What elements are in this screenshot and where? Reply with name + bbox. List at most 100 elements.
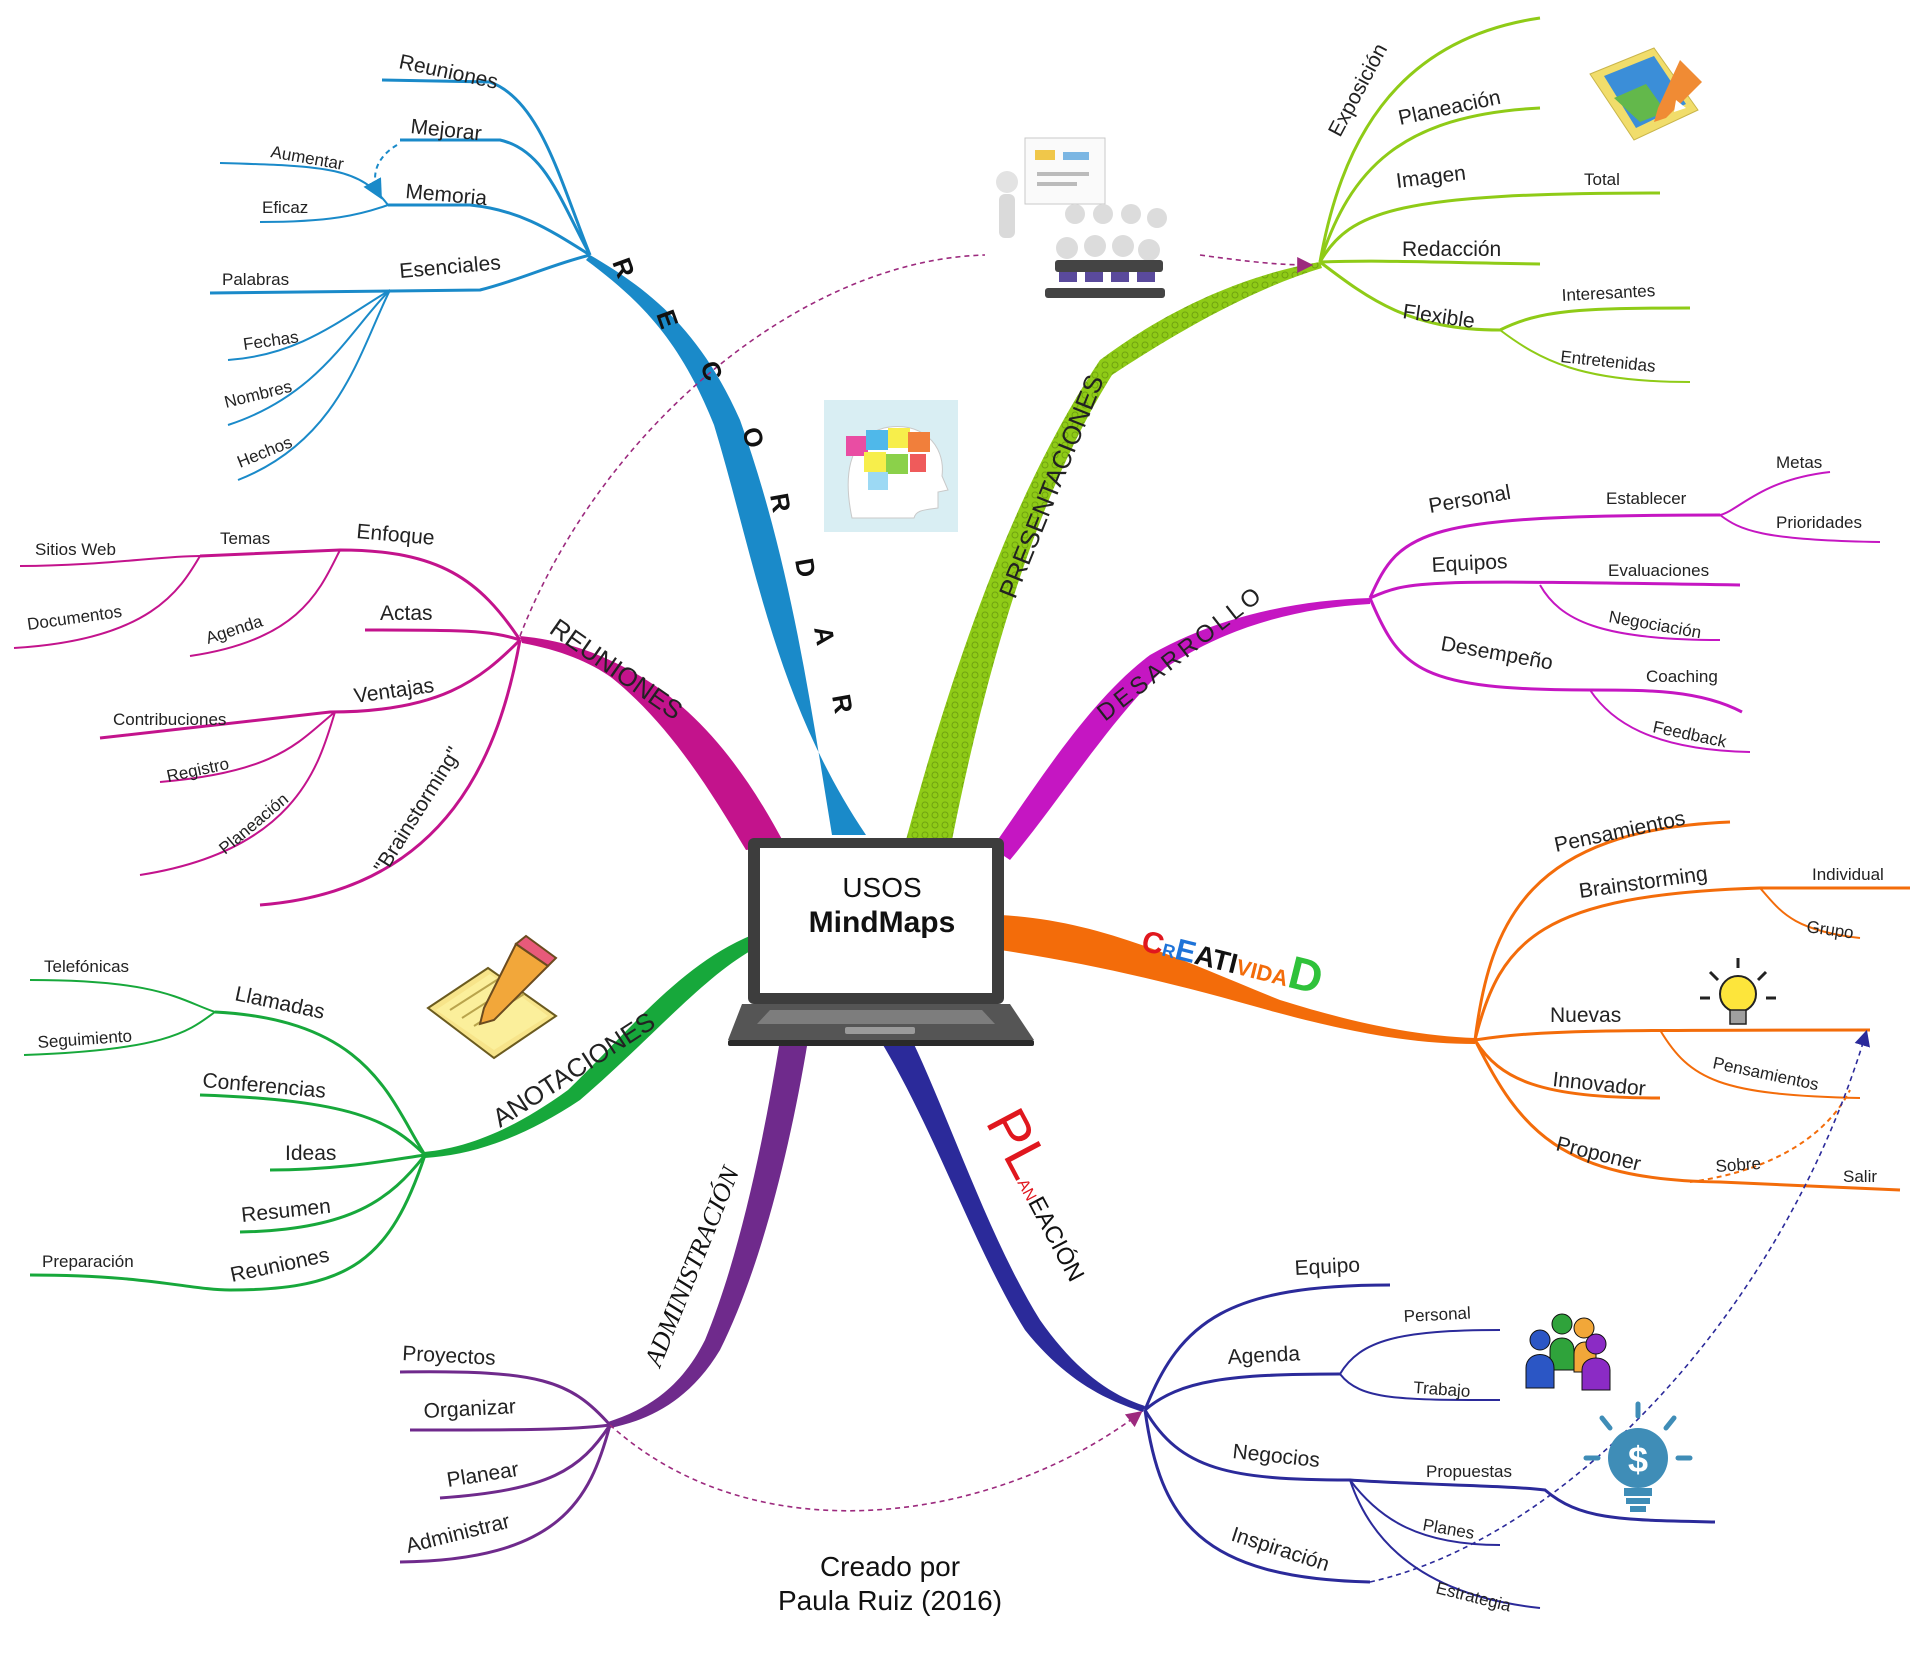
presentaciones-sub: Redacción	[1402, 238, 1501, 261]
trunk-anotaciones	[424, 935, 752, 1158]
reuniones-leaf-labels: Temas Agenda Sitios Web Documentos Contr…	[26, 529, 292, 858]
creatividad-sub: Innovador	[1551, 1068, 1646, 1101]
anotaciones-sub: Resumen	[240, 1195, 332, 1227]
recordar-letter: R	[606, 254, 641, 282]
presentaciones-leaf: Total	[1584, 170, 1620, 189]
administracion-sub: Planear	[445, 1458, 520, 1492]
credit-line2: Paula Ruiz (2016)	[777, 1585, 1003, 1616]
planeacion-sub: Inspiración	[1228, 1523, 1332, 1576]
center-title-line1: USOS	[842, 872, 922, 903]
planeacion-leaf-labels: Personal Trabajo Propuestas Planes Estra…	[1403, 1304, 1513, 1616]
creatividad-letter: R	[1160, 940, 1177, 963]
reuniones-leaf: Sitios Web	[35, 540, 116, 559]
trunk-presentaciones	[906, 262, 1322, 840]
planeacion-leaf: Estrategia	[1434, 1578, 1513, 1615]
anotaciones-subbranches	[23, 979, 427, 1292]
creatividad-leaf: Pensamientos	[1711, 1053, 1820, 1094]
reuniones-leaf: Documentos	[26, 602, 123, 634]
desarrollo-sub-labels: Personal Equipos Desempeño	[1427, 481, 1555, 675]
administracion-sub: Organizar	[423, 1395, 516, 1423]
desarrollo-sub: Personal	[1427, 481, 1513, 518]
creatividad-letter: D	[1254, 959, 1275, 987]
planeacion-label-big: PL	[974, 1098, 1062, 1188]
creatividad-subbranches	[1473, 820, 1910, 1192]
recordar-leaf: Nombres	[222, 377, 294, 412]
reuniones-label: REUNIONES	[545, 612, 689, 725]
reuniones-sub: Actas	[380, 602, 433, 625]
light-bulb-icon	[1700, 958, 1776, 1025]
recordar-sub: Reuniones	[397, 50, 500, 93]
desarrollo-label: DESARROLLO	[1092, 580, 1269, 727]
reuniones-leaf: Temas	[220, 529, 270, 548]
presentaciones-subbranches	[1318, 16, 1691, 383]
reuniones-leaf: Registro	[165, 754, 231, 786]
desarrollo-sub: Equipos	[1431, 550, 1508, 577]
recordar-sub-labels: Reuniones Mejorar Memoria Esenciales	[397, 50, 502, 283]
planeacion-label-rest: EACIÓN	[1022, 1192, 1089, 1286]
recordar-leaf: Fechas	[242, 327, 300, 354]
trunk-administracion	[608, 1040, 808, 1428]
creatividad-sub: Nuevas	[1550, 1004, 1621, 1027]
recordar-leaf: Eficaz	[262, 198, 308, 217]
reuniones-sub: Ventajas	[352, 674, 435, 708]
presentaciones-sub-labels: Exposición Planeación Imagen Redacción F…	[1324, 40, 1503, 333]
reuniones-leaf: Agenda	[203, 611, 265, 647]
planeacion-leaf: Trabajo	[1413, 1378, 1471, 1401]
recordar-subbranches	[209, 78, 592, 481]
presentaciones-sub: Imagen	[1395, 162, 1467, 193]
creatividad-letter: I	[1248, 958, 1260, 984]
planeacion-sub: Negocios	[1231, 1440, 1320, 1472]
center-title-line2: MindMaps	[808, 906, 956, 939]
notepad-pencil-icon	[426, 934, 558, 1060]
dollar-glyph: $	[1628, 1439, 1648, 1480]
reuniones-leaf: Planeación	[215, 789, 292, 858]
anotaciones-leaf: Preparación	[42, 1252, 134, 1271]
creatividad-letter: A	[1269, 963, 1291, 991]
desarrollo-leaf: Establecer	[1606, 489, 1687, 508]
recordar-letter: R	[764, 491, 797, 515]
creatividad-sub-labels: Pensamientos Brainstorming Nuevas Innova…	[1550, 807, 1709, 1176]
presentaciones-label: PRESENTACIONES	[993, 370, 1110, 602]
presentation-audience-icon	[996, 137, 1167, 298]
presentaciones-leaf-labels: Total Interesantes Entretenidas	[1560, 170, 1657, 376]
reuniones-subbranches	[13, 548, 522, 907]
creatividad-leaf: Sobre	[1715, 1154, 1762, 1176]
anotaciones-leaf-labels: Telefónicas Seguimiento Preparación	[37, 957, 134, 1271]
team-people-icon	[1525, 1313, 1611, 1391]
presentaciones-leaf: Entretenidas	[1560, 347, 1657, 376]
creatividad-leaf: Salir	[1843, 1167, 1877, 1186]
recordar-letter: D	[789, 556, 822, 580]
laptop-icon	[728, 838, 1034, 1046]
recordar-leaf-labels: Aumentar Eficaz Palabras Fechas Nombres …	[222, 142, 346, 471]
recordar-letter: R	[826, 692, 859, 716]
planeacion-sub: Agenda	[1227, 1342, 1301, 1369]
trunk-creatividad	[1000, 915, 1475, 1044]
creatividad-letter: D	[1283, 946, 1328, 1004]
picture-edit-icon	[1589, 47, 1702, 141]
administracion-subbranches	[399, 1370, 612, 1564]
desarrollo-leaf: Prioridades	[1776, 513, 1862, 532]
recordar-leaf: Aumentar	[269, 142, 345, 174]
trunk-recordar	[586, 255, 866, 835]
credit-line1: Creado por	[819, 1551, 961, 1582]
trunk-planeacion	[880, 1040, 1145, 1412]
recordar-leaf: Palabras	[222, 270, 289, 289]
anotaciones-leaf: Telefónicas	[44, 957, 129, 976]
reuniones-sub: Enfoque	[356, 520, 436, 550]
creatividad-label-text: CREATIVIDAD	[1138, 909, 1329, 1004]
desarrollo-sub: Desempeño	[1439, 632, 1555, 674]
presentaciones-leaf: Interesantes	[1561, 281, 1655, 305]
author-credit: Creado por Paula Ruiz (2016)	[700, 1550, 1080, 1618]
desarrollo-leaf: Evaluaciones	[1608, 561, 1709, 580]
recordar-sub: Esenciales	[398, 251, 501, 283]
anotaciones-sub: Ideas	[285, 1142, 336, 1165]
desarrollo-leaf: Metas	[1776, 453, 1822, 472]
cross-links	[519, 254, 1870, 1583]
anotaciones-sub-labels: Llamadas Conferencias Ideas Resumen Reun…	[202, 982, 337, 1286]
center-title: USOS MindMaps	[772, 872, 992, 940]
administracion-sub: Proyectos	[402, 1342, 496, 1370]
reuniones-sub-labels: Enfoque Actas Ventajas "Brainstorming"	[352, 520, 465, 878]
desarrollo-leaf: Coaching	[1646, 667, 1718, 686]
creatividad-letter: V	[1234, 954, 1255, 982]
